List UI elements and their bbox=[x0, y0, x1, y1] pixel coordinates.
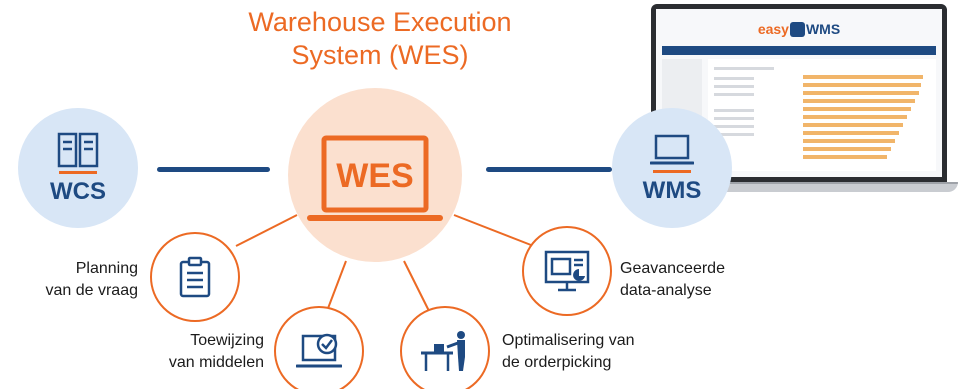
wes-node: WES bbox=[288, 88, 462, 262]
wes-label: WES bbox=[336, 157, 414, 195]
analytics-line-2: data-analyse bbox=[620, 282, 712, 299]
picking-caption: Optimalisering van de orderpicking bbox=[502, 330, 702, 374]
allocation-node bbox=[274, 306, 364, 389]
picking-line-2: de orderpicking bbox=[502, 354, 612, 371]
planning-line-1: Planning bbox=[75, 260, 138, 277]
allocation-line-1: Toewijzing bbox=[190, 332, 264, 349]
analytics-node bbox=[522, 226, 612, 316]
wcs-label: WCS bbox=[50, 177, 106, 205]
picking-line-1: Optimalisering van bbox=[502, 332, 635, 349]
wcs-node: WCS bbox=[18, 108, 138, 228]
worker-desk-icon bbox=[421, 331, 465, 371]
logo-wms-text: WMS bbox=[805, 21, 841, 37]
easywms-logo: easy WMS bbox=[656, 21, 942, 37]
allocation-line-2: van middelen bbox=[168, 354, 264, 371]
wms-node: WMS bbox=[612, 108, 732, 228]
allocation-caption: Toewijzing van middelen bbox=[140, 330, 264, 374]
title-line-2: System (WES) bbox=[291, 40, 469, 70]
analytics-line-1: Geavanceerde bbox=[620, 260, 725, 277]
wcs-underline bbox=[59, 170, 97, 174]
connector-wes-wms bbox=[486, 167, 612, 172]
wms-underline bbox=[653, 169, 691, 173]
clipboard-icon bbox=[179, 256, 211, 298]
wms-label: WMS bbox=[642, 176, 702, 204]
laptop-icon bbox=[307, 135, 443, 221]
app-main-panel bbox=[708, 59, 936, 171]
planning-node bbox=[150, 232, 240, 322]
connector-wcs-wes bbox=[157, 167, 270, 172]
page-title: Warehouse Execution System (WES) bbox=[190, 6, 570, 72]
analytics-caption: Geavanceerde data-analyse bbox=[620, 258, 800, 302]
app-toolbar bbox=[662, 46, 936, 55]
laptop-icon bbox=[650, 134, 694, 164]
logo-mark-icon bbox=[789, 22, 805, 37]
logo-easy-text: easy bbox=[757, 21, 789, 37]
dashboard-screen-icon bbox=[544, 250, 590, 292]
title-line-1: Warehouse Execution bbox=[248, 7, 512, 37]
laptop-base bbox=[640, 182, 958, 192]
picking-node bbox=[400, 306, 490, 389]
server-rack-icon bbox=[57, 132, 99, 167]
planning-caption: Planning van de vraag bbox=[10, 258, 138, 302]
planning-line-2: van de vraag bbox=[45, 282, 138, 299]
laptop-check-icon bbox=[296, 333, 342, 368]
